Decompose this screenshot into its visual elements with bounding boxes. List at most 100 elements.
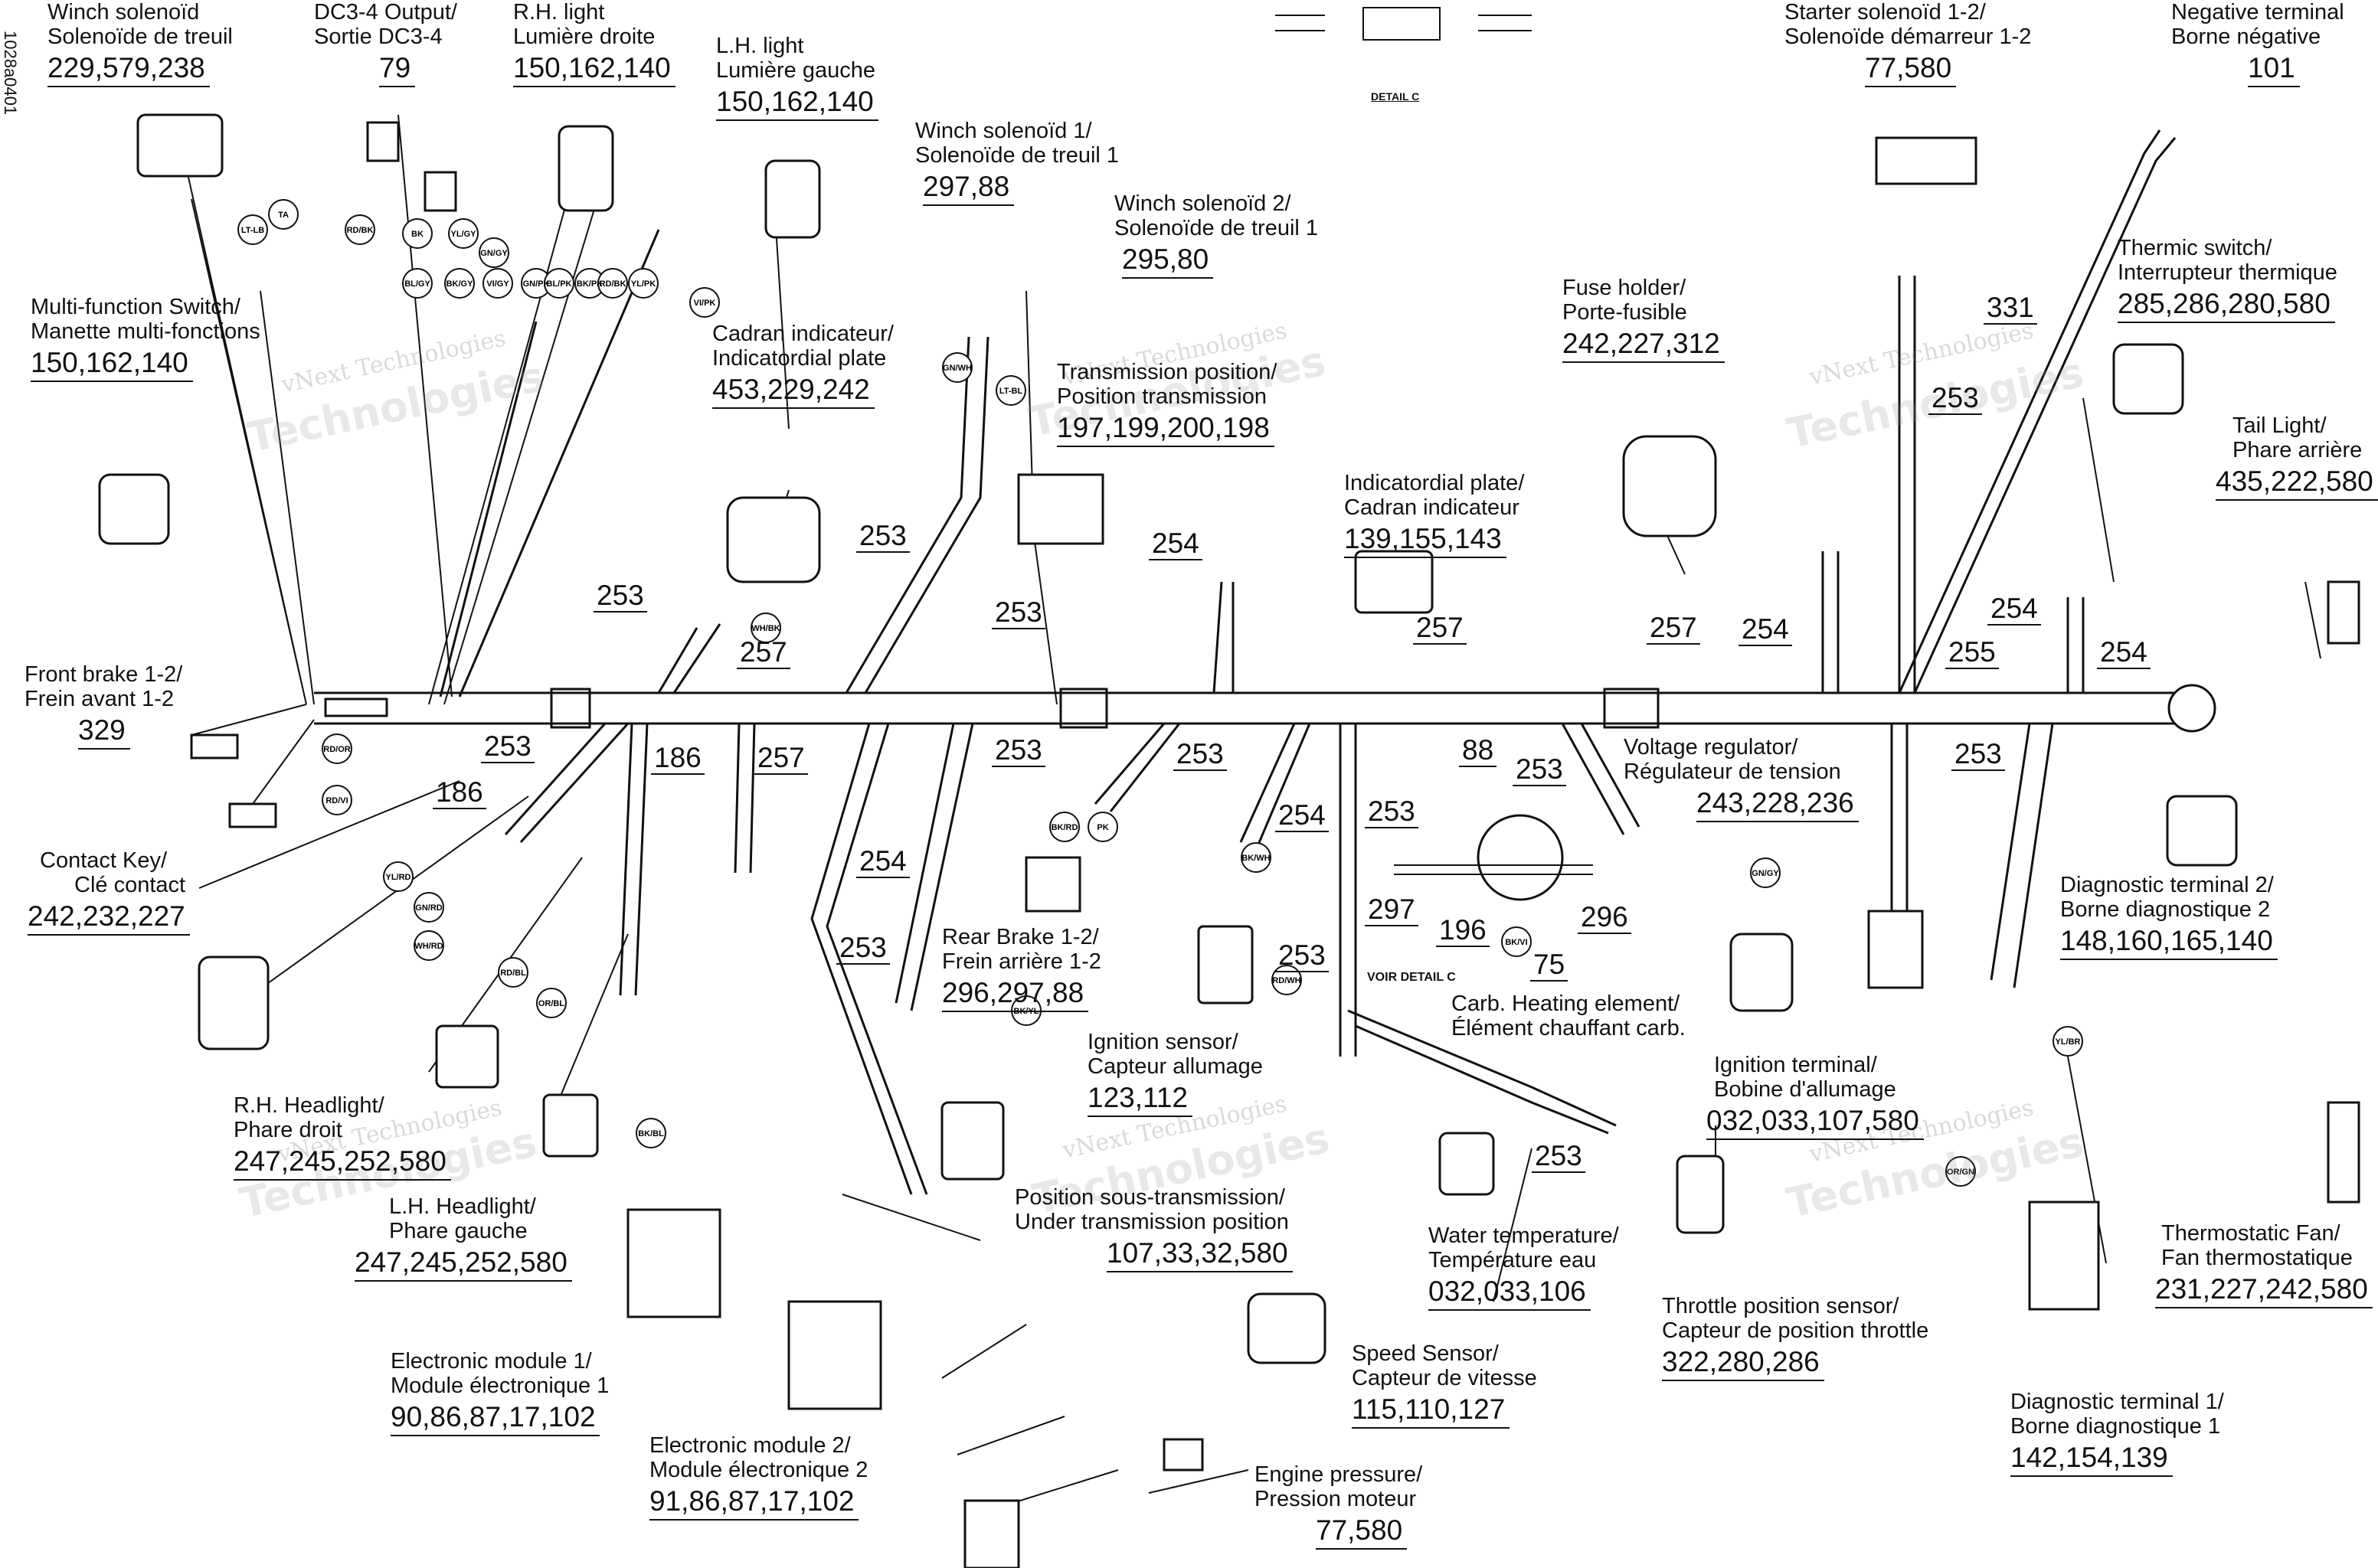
wire-color-code: GN/PK	[523, 279, 550, 289]
label-diagnostic-terminal-1: Diagnostic terminal 1/Borne diagnostique…	[2010, 1390, 2224, 1477]
see-detail-c: VOIR DETAIL C	[1367, 971, 1456, 984]
wire-color-bubble	[996, 375, 1026, 406]
wire-color-code: BK/WH	[1241, 854, 1270, 863]
wire-color-bubble	[414, 930, 444, 961]
main-harness-trunk	[314, 691, 2175, 725]
harness-branch	[1890, 724, 1909, 919]
connector-cadran	[726, 496, 821, 583]
wire-color-code: TA	[278, 211, 289, 220]
connector-multi-function	[98, 473, 170, 545]
wire-color-code: VI/PK	[694, 299, 716, 308]
drawing-code: 1028a0401	[1, 31, 20, 116]
wire-color-code: BL/PK	[547, 279, 572, 289]
wire-ref: 253	[856, 521, 910, 553]
connector-under-transmission	[940, 1101, 1005, 1181]
label-multi-function-switch: Multi-function Switch/Manette multi-fonc…	[31, 295, 260, 382]
connector-throttle	[1676, 1155, 1725, 1234]
harness-branch	[1339, 724, 1357, 1057]
wire-ref: 296	[1578, 902, 1631, 934]
connector-speed-sensor	[1247, 1292, 1326, 1364]
wire-ref: 253	[594, 580, 647, 612]
connector-indicator-plate	[1354, 550, 1434, 614]
wire-ref: 253	[836, 933, 890, 965]
wire-color-bubble	[402, 218, 433, 249]
wire-color-code: GN/GY	[480, 249, 508, 258]
wire-ref: 253	[1532, 1141, 1585, 1173]
wire-ref: 253	[992, 735, 1045, 767]
wire-color-code: YL/GY	[450, 230, 476, 239]
harness-sleeve	[1059, 688, 1108, 729]
harness-sleeve	[1603, 688, 1660, 729]
wire-color-code: RD/BK	[347, 226, 374, 235]
wire-ref: 254	[1987, 593, 2041, 626]
harness-branch	[1821, 551, 1840, 693]
wire-ref: 257	[737, 637, 790, 669]
wire-color-bubble	[237, 214, 268, 245]
harness-branch	[1347, 1009, 1617, 1135]
wire-ref: 331	[1984, 292, 2037, 325]
wire-color-code: YL/BR	[2056, 1037, 2081, 1047]
wire-color-bubble	[1501, 926, 1532, 957]
wire-color-code: BK	[411, 230, 424, 239]
wire-color-bubble	[689, 287, 720, 318]
harness-branch	[657, 623, 721, 694]
wire-color-bubble	[448, 218, 479, 249]
harness-branch	[439, 229, 660, 697]
wire-color-code: BK/GY	[446, 279, 474, 289]
wire-ref: 257	[1413, 612, 1467, 645]
wire-color-code: BK/VI	[1505, 938, 1527, 947]
harness-branch	[1239, 723, 1311, 851]
wire-ref: 88	[1459, 735, 1497, 767]
wire-color-code: LT-BL	[999, 387, 1023, 396]
connector-lh-headlight	[542, 1093, 599, 1158]
connector-fuse-holder	[1622, 435, 1717, 537]
harness-branch	[810, 723, 928, 1195]
wire-ref: 253	[992, 597, 1045, 629]
wire-color-bubble	[2053, 1026, 2083, 1057]
harness-branch	[1898, 276, 1916, 693]
wire-color-code: VI/GY	[486, 279, 509, 289]
connector-electronic-module-1	[626, 1208, 721, 1318]
connector-dc3-output	[424, 171, 457, 212]
harness-branch	[504, 722, 630, 844]
wire-color-bubble	[1271, 965, 1302, 995]
harness-branch	[895, 723, 974, 1011]
wire-color-bubble	[383, 861, 414, 892]
wire-color-code: YL/RD	[386, 873, 411, 882]
wire-ref: 254	[2097, 637, 2151, 669]
connector-tail-light	[2327, 580, 2360, 645]
wire-color-bubble	[1049, 812, 1080, 842]
harness-branch	[619, 723, 649, 996]
connector-diagnostic-1	[2028, 1200, 2100, 1311]
wire-color-bubble	[597, 268, 628, 299]
wire-ref: 254	[1275, 800, 1329, 832]
wire-color-code: OR/BL	[538, 999, 565, 1008]
connector-front-brake	[228, 802, 277, 828]
connector-electronic-module-2	[787, 1300, 882, 1410]
connector-ignition-sensor	[1197, 925, 1254, 1004]
wire-color-code: OR/GN	[1947, 1168, 1974, 1177]
detail-c-figure	[1275, 7, 1532, 41]
connector-voltage-regulator	[1867, 910, 1924, 989]
wire-ref: 254	[856, 846, 910, 878]
wire-color-bubble	[482, 268, 513, 299]
connector-front-brake	[190, 733, 239, 760]
carb-detail-circle	[1477, 814, 1564, 901]
harness-branch	[1898, 129, 2177, 694]
label-diagnostic-terminal-2: Diagnostic terminal 2/Borne diagnostique…	[2060, 873, 2278, 960]
wire-ref: 253	[481, 731, 535, 763]
wire-ref: 254	[1739, 614, 1792, 646]
wire-ref: 255	[1945, 637, 1999, 669]
